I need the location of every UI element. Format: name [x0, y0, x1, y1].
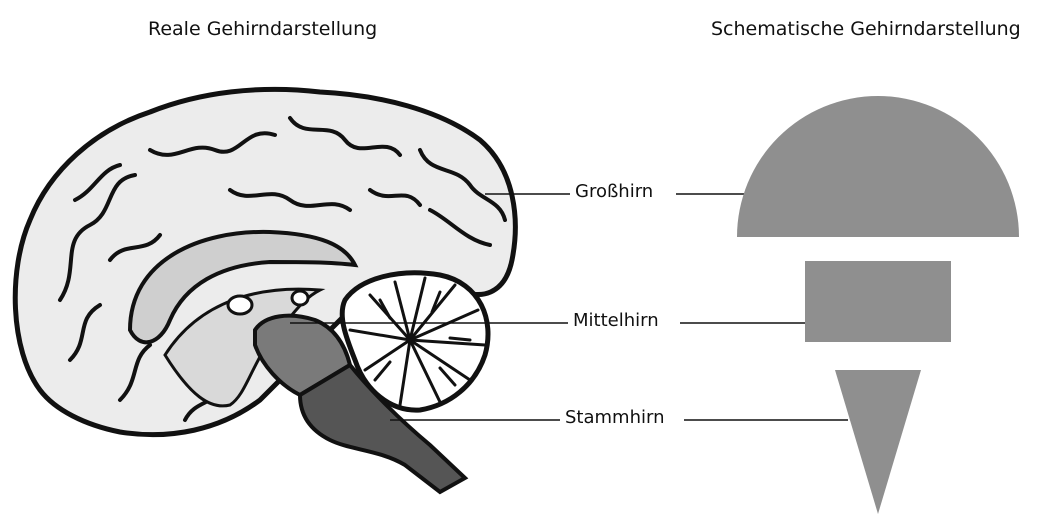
real-brain-illustration: [15, 89, 515, 492]
schematic-midbrain-rectangle: [805, 261, 951, 342]
label-brainstem: Stammhirn: [563, 407, 666, 428]
schematic-cerebrum-semicircle: [737, 96, 1019, 237]
schematic-brainstem-triangle: [835, 370, 921, 514]
label-cerebrum: Großhirn: [573, 181, 655, 202]
label-midbrain: Mittelhirn: [571, 310, 661, 331]
